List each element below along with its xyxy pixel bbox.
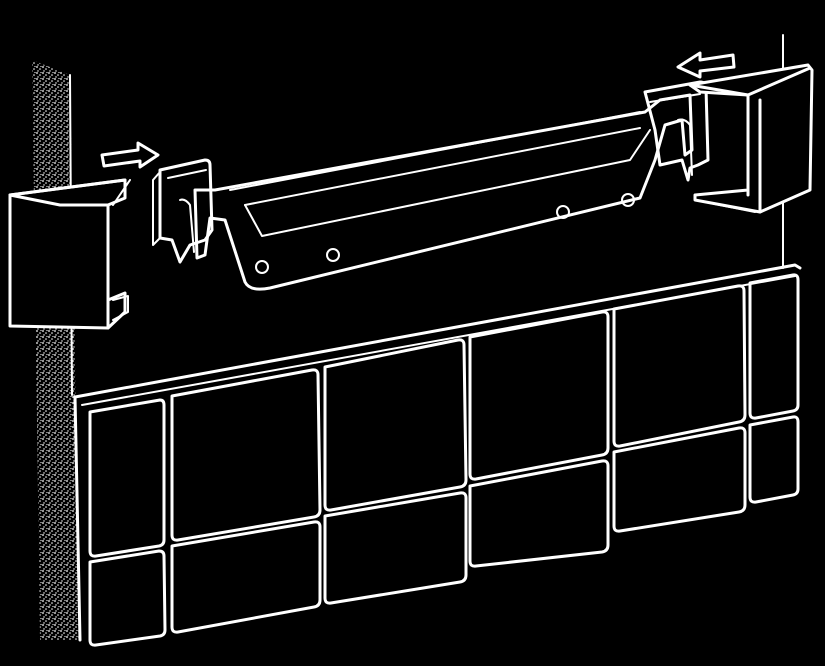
tile	[468, 310, 610, 481]
arrow-right-icon	[100, 141, 160, 169]
tile	[170, 520, 322, 634]
tile-grid	[73, 263, 802, 642]
tile	[612, 284, 747, 448]
tile-top-edge	[73, 263, 802, 399]
tile	[323, 338, 468, 512]
mounting-bracket	[152, 80, 710, 291]
bracket-hole	[621, 193, 635, 207]
tile	[323, 491, 468, 605]
arrow-left-icon	[676, 51, 736, 79]
tile	[748, 273, 800, 420]
tile	[468, 459, 610, 568]
tile	[170, 368, 322, 542]
bracket-hole	[556, 205, 570, 219]
tile-left-edge	[73, 395, 82, 642]
bracket-hole	[326, 248, 340, 262]
tiles-row-2	[88, 415, 800, 647]
tile	[88, 549, 167, 647]
bracket-hole	[255, 260, 269, 274]
tile	[88, 398, 166, 558]
left-end-cap	[8, 178, 131, 330]
tile	[748, 415, 800, 504]
tiles-row-1	[88, 273, 800, 558]
right-end-cap	[688, 63, 814, 214]
tile	[612, 426, 747, 533]
textured-wall-section	[32, 60, 80, 640]
